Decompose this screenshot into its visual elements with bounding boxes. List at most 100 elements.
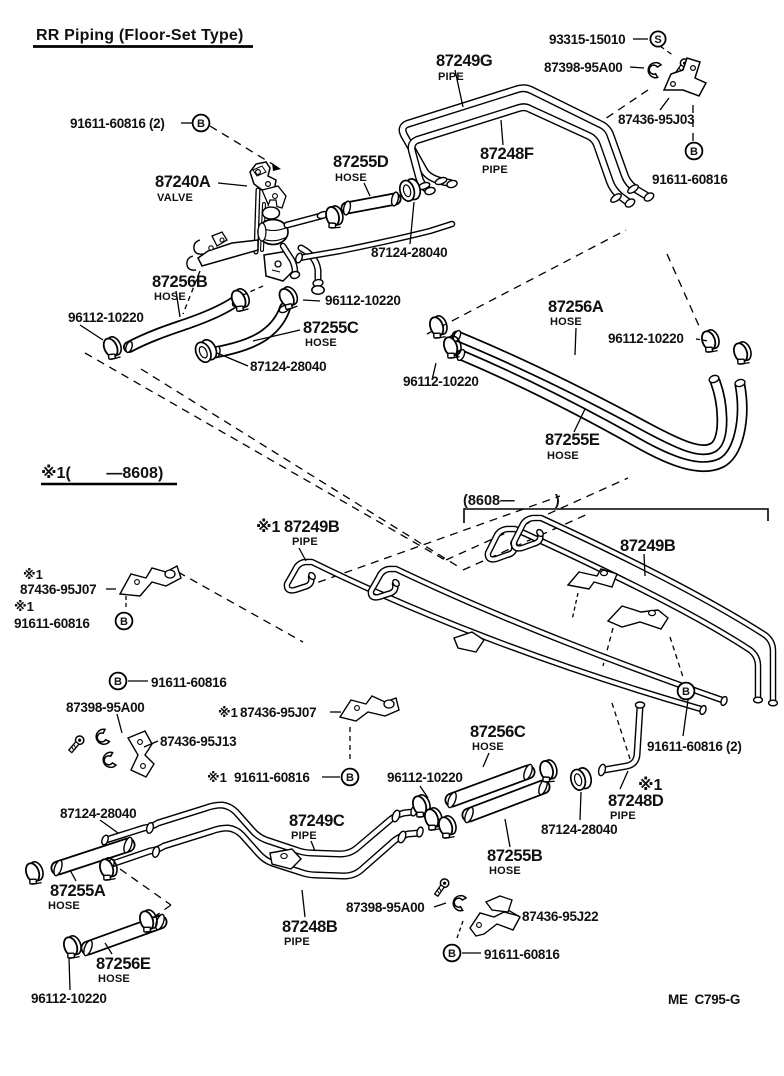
label-joint_left: 87124-28040 — [250, 359, 326, 374]
clamp-96112 — [99, 857, 118, 882]
sublabel-87255b: HOSE — [489, 865, 521, 877]
clamp-96112 — [25, 861, 44, 886]
joint-87124-top — [398, 178, 422, 202]
bracket-95J13-drawing — [67, 728, 155, 778]
svg-text:B: B — [682, 686, 690, 698]
footer-code: ME C795-G — [668, 992, 740, 1007]
svg-text:B: B — [346, 772, 354, 784]
clamp-96112 — [539, 759, 558, 783]
bracket-95J22-drawing — [433, 878, 521, 937]
svg-text:B: B — [120, 616, 128, 628]
clamp-96112 — [325, 205, 344, 229]
page-title: RR Piping (Floor-Set Type) — [36, 27, 244, 44]
sublabel-87256b: HOSE — [154, 291, 186, 303]
label-clip_bottom: 87398-95A00 — [346, 900, 425, 915]
label-clip_top: 87398-95A00 — [544, 60, 623, 75]
clamp-96112 — [230, 288, 250, 313]
label-hose_87256b: 87256B — [152, 273, 208, 291]
label-clamp_lower_mid: 96112-10220 — [387, 770, 463, 785]
label-pipe_87248d: 87248D — [608, 792, 664, 810]
clip-87398-mid1 — [95, 728, 111, 745]
label-hose_87255e: 87255E — [545, 431, 600, 449]
screw-mid — [67, 735, 85, 754]
clip-87398-bottom — [452, 894, 468, 912]
label-pipe_87249b_a: 87249B — [284, 518, 340, 536]
label-hose_87256c: 87256C — [470, 723, 526, 741]
circled-letter-bolt: B — [191, 113, 211, 133]
clamp-96112 — [443, 335, 462, 360]
label-bracket_95j13: 87436-95J13 — [160, 734, 237, 749]
label-bolt_mid_center: 91611-60816 — [234, 770, 310, 785]
clamp-96112 — [438, 815, 457, 840]
label-pipe_87248b: 87248B — [282, 918, 338, 936]
clamp-96112 — [429, 315, 448, 340]
label-bolt_top_right: 91611-60816 — [652, 172, 728, 187]
diagram-labels: RR Piping (Floor-Set Type) 91611-60816 (… — [14, 27, 742, 1007]
clip-87398-top — [647, 61, 663, 79]
label-bolt_mid_right: 91611-60816 (2) — [647, 739, 742, 754]
label-pipe_87249g: 87249G — [436, 52, 492, 70]
label-bolt_mid_left_a: 91611-60816 — [14, 616, 90, 631]
label-bracket_95j07_a: 87436-95J07 — [20, 582, 96, 597]
label-valve_87240a: 87240A — [155, 173, 211, 191]
label-joint_bottom_right: 87124-28040 — [541, 822, 617, 837]
label-hose_87255b: 87255B — [487, 847, 543, 865]
sublabel-87249c: PIPE — [291, 830, 317, 842]
label-clamp_bottom_left: 96112-10220 — [31, 991, 107, 1006]
label-hose_87256a: 87256A — [548, 298, 604, 316]
circled-letter-screw: S — [649, 30, 667, 48]
label-clamp_mid: 96112-10220 — [403, 374, 479, 389]
asterisk-note: ※1 — [207, 770, 227, 785]
asterisk-note: ※1 — [256, 518, 281, 536]
sublabel-87256c: HOSE — [472, 741, 504, 753]
svg-text:S: S — [654, 34, 661, 46]
label-screw_top: 93315-15010 — [549, 32, 625, 47]
note-pre8608: ※1( —8608) — [41, 464, 163, 482]
clamp-96112 — [733, 341, 752, 366]
label-hose_87256e: 87256E — [96, 955, 151, 973]
circled-letter-bolt: B — [114, 611, 134, 631]
label-bolt_top_left: 91611-60816 (2) — [70, 116, 165, 131]
svg-text:B: B — [197, 118, 205, 130]
pipe-87249B-early-drawing — [283, 558, 728, 716]
sublabel-87248d: PIPE — [610, 810, 636, 822]
label-hose_87255c: 87255C — [303, 319, 359, 337]
joint-87124-left — [194, 338, 218, 364]
svg-text:B: B — [448, 948, 456, 960]
diagram-artwork: B B S B B B B B — [25, 30, 779, 991]
label-clamp_left: 96112-10220 — [68, 310, 144, 325]
clip-87398-mid2 — [102, 751, 118, 769]
label-clip_mid: 87398-95A00 — [66, 700, 145, 715]
sublabel-87249g: PIPE — [438, 71, 464, 83]
circled-letter-bolt: B — [108, 671, 128, 691]
label-hose_87255a: 87255A — [50, 882, 106, 900]
circled-letter-bolt: B — [676, 681, 696, 701]
sublabel-87256a: HOSE — [550, 316, 582, 328]
label-bracket_95j07_b: 87436-95J07 — [240, 705, 316, 720]
label-joint_bottom_left: 87124-28040 — [60, 806, 136, 821]
label-clamp_center: 96112-10220 — [325, 293, 401, 308]
bracket-95J07b-drawing — [338, 695, 400, 722]
asterisk-note: ※1 — [14, 599, 34, 614]
sublabel-87248f: PIPE — [482, 164, 508, 176]
svg-text:B: B — [690, 146, 698, 158]
note-post8608: (8608— ) — [463, 493, 560, 509]
label-bracket_95j22: 87436-95J22 — [522, 909, 598, 924]
asterisk-note: ※1 — [23, 567, 43, 582]
sublabel-87255e: HOSE — [547, 450, 579, 462]
svg-text:B: B — [114, 676, 122, 688]
label-clamp_right: 96112-10220 — [608, 331, 684, 346]
sublabel-87255d: HOSE — [335, 172, 367, 184]
circled-letter-bolt: B — [684, 141, 704, 161]
sublabel-87255a: HOSE — [48, 900, 80, 912]
circled-letter-bolt: B — [442, 943, 462, 963]
label-pipe_87249c: 87249C — [289, 812, 345, 830]
label-pipe_87249b_b: 87249B — [620, 537, 676, 555]
clamp-96112 — [102, 336, 122, 361]
label-pipe_87248f: 87248F — [480, 145, 534, 163]
sublabel-87256e: HOSE — [98, 973, 130, 985]
joint-87124-right — [569, 767, 593, 791]
clamp-96112 — [139, 909, 158, 934]
clamp-96112 — [278, 286, 299, 311]
